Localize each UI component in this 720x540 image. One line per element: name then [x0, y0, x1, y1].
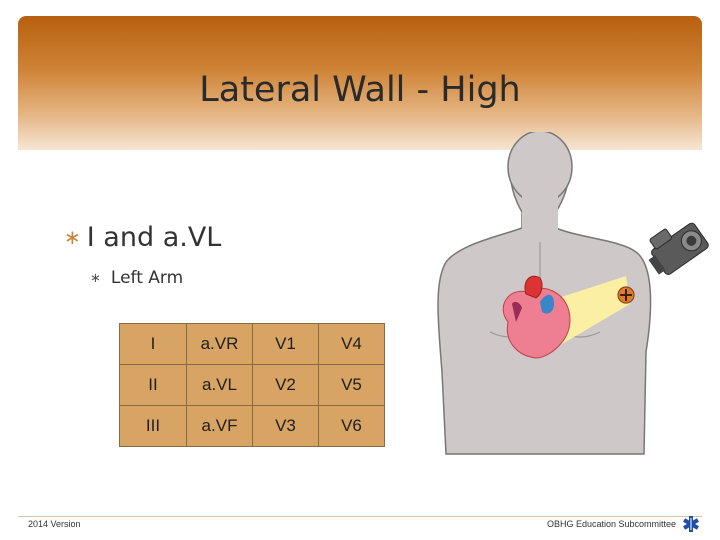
footer-organization: OBHG Education Subcommittee — [546, 519, 676, 529]
footer-divider — [18, 516, 702, 517]
ecg-lead-table: I a.VR V1 V4 II a.VL V2 V5 III a.VF V3 V… — [119, 323, 385, 447]
table-cell: I — [119, 323, 187, 365]
table-cell: V5 — [318, 364, 385, 406]
footer-version: 2014 Version — [28, 519, 81, 529]
star-of-life-icon — [683, 516, 699, 532]
table-row: I a.VR V1 V4 — [119, 323, 385, 365]
title-banner — [18, 16, 702, 150]
table-cell: a.VF — [186, 405, 253, 447]
table-cell: III — [119, 405, 187, 447]
table-cell: II — [119, 364, 187, 406]
table-cell: V1 — [252, 323, 319, 365]
table-cell: V4 — [318, 323, 385, 365]
sub-bullet-star-icon: ∗ — [90, 270, 101, 285]
camera-icon — [648, 222, 709, 275]
neck-shape — [522, 194, 558, 234]
heart-icon — [502, 275, 571, 359]
table-cell: a.VR — [186, 323, 253, 365]
bullet-star-icon: ∗ — [64, 227, 81, 249]
table-cell: V2 — [252, 364, 319, 406]
slide-title: Lateral Wall - High — [199, 70, 521, 110]
positive-electrode-icon — [617, 286, 635, 304]
table-cell: V3 — [252, 405, 319, 447]
torso-illustration — [437, 132, 709, 455]
bullet-level-2: ∗ Left Arm — [90, 268, 183, 288]
table-row: III a.VF V3 V6 — [119, 405, 385, 447]
head-shape — [507, 132, 573, 204]
table-cell: a.VL — [186, 364, 253, 406]
table-cell: V6 — [318, 405, 385, 447]
bullet-text: I and a.VL — [86, 222, 222, 253]
bullet-level-1: ∗ I and a.VL — [64, 222, 221, 253]
table-row: II a.VL V2 V5 — [119, 364, 385, 406]
sub-bullet-text: Left Arm — [110, 268, 184, 288]
